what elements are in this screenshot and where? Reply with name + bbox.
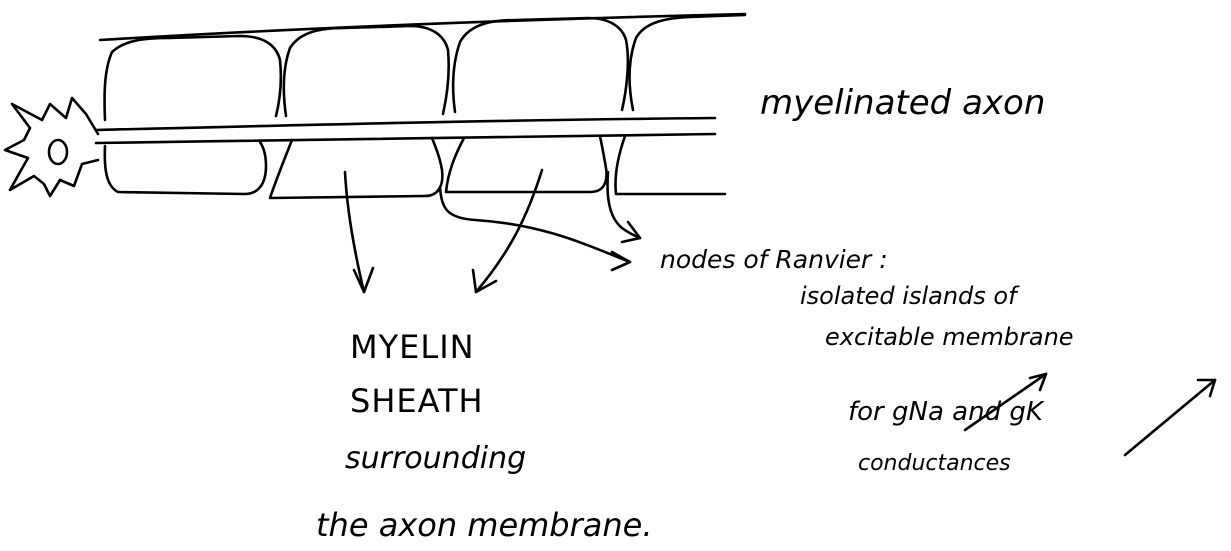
sheath-top-outline — [98, 12, 747, 42]
sheath-line-1: MYELIN — [350, 328, 475, 366]
neuron-cell-body — [3, 96, 100, 198]
axon-title: myelinated axon — [760, 83, 1045, 123]
increase-arrows — [963, 372, 1217, 457]
nodes-line-2: excitable membrane — [825, 323, 1074, 351]
axon — [94, 116, 717, 145]
sheath-line-3: surrounding — [345, 441, 526, 476]
sheath-line-4: the axon membrane. — [316, 506, 653, 544]
nodes-line-3: for gNa and gK — [848, 397, 1045, 427]
sheath-arrows — [343, 168, 544, 294]
myelin-segments-bottom — [103, 134, 727, 200]
nucleus — [47, 138, 69, 166]
nodes-line-4: conductances — [858, 451, 1011, 476]
node-arrows — [438, 170, 642, 272]
myelin-segments-top — [103, 13, 747, 122]
nodes-title: nodes of Ranvier : — [660, 245, 888, 274]
sheath-line-2: SHEATH — [350, 382, 484, 420]
nodes-line-1: isolated islands of — [800, 282, 1020, 310]
